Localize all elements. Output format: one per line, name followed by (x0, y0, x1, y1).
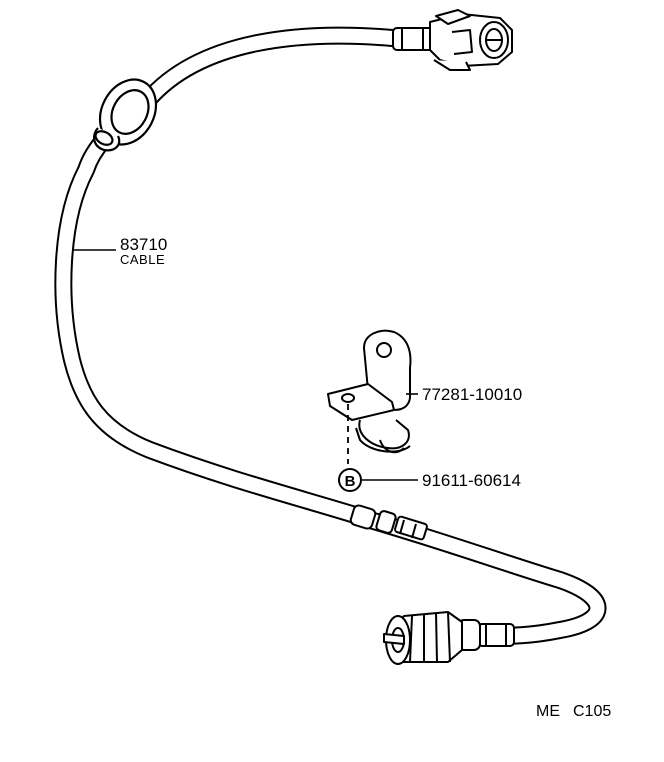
diagram-code-number: C105 (573, 703, 612, 720)
cable-part-number: 83710 (120, 235, 168, 254)
cable-part-name: CABLE (120, 252, 166, 267)
meter-side-connector (392, 9, 513, 71)
bracket-part-number: 77281-10010 (422, 385, 523, 404)
cable-clamp-bracket (327, 329, 412, 454)
bolt-symbol-letter: B (345, 473, 356, 490)
diagram-code-prefix: ME (536, 703, 560, 720)
cable-joint (349, 504, 428, 541)
transmission-side-fitting (383, 611, 515, 665)
cable-grommet (92, 78, 158, 152)
bolt-symbol: B (338, 468, 362, 492)
bolt-part-number: 91611-60614 (422, 471, 521, 490)
